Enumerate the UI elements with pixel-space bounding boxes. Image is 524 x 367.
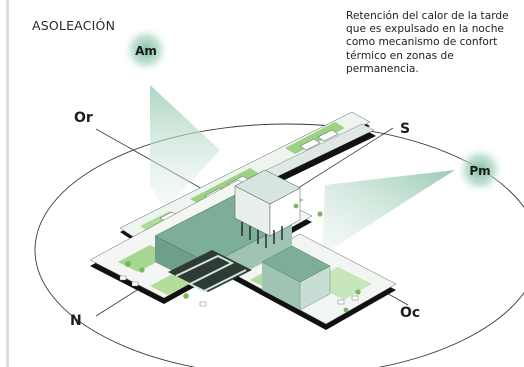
courtyard xyxy=(168,250,252,292)
right-building-roof xyxy=(261,245,331,283)
pergola-columns xyxy=(241,222,283,248)
diagram-title: ASOLEACIÓN xyxy=(32,18,116,33)
direction-west-label: Oc xyxy=(400,305,421,321)
evening-sun-ray xyxy=(322,170,455,255)
site-details xyxy=(119,275,359,307)
trees xyxy=(125,203,361,313)
morning-sun-ray xyxy=(150,85,220,210)
morning-sun-marker: Am xyxy=(122,26,170,74)
morning-sun-label: Am xyxy=(135,44,157,58)
east-block-roof xyxy=(234,169,301,205)
courtyard-ramp xyxy=(175,254,247,293)
evening-sun-marker: Pm xyxy=(455,145,505,195)
direction-north-label: N xyxy=(70,313,82,329)
direction-east-label: Or xyxy=(74,110,93,126)
evening-sun-label: Pm xyxy=(469,164,490,178)
orientation-ellipse xyxy=(34,123,524,367)
left-margin-rule xyxy=(6,0,9,367)
annotation-text: Retención del calor de la tarde que es e… xyxy=(346,10,509,75)
right-building-side xyxy=(262,262,300,310)
direction-south-label: S xyxy=(400,121,411,137)
building-complex xyxy=(89,111,397,330)
